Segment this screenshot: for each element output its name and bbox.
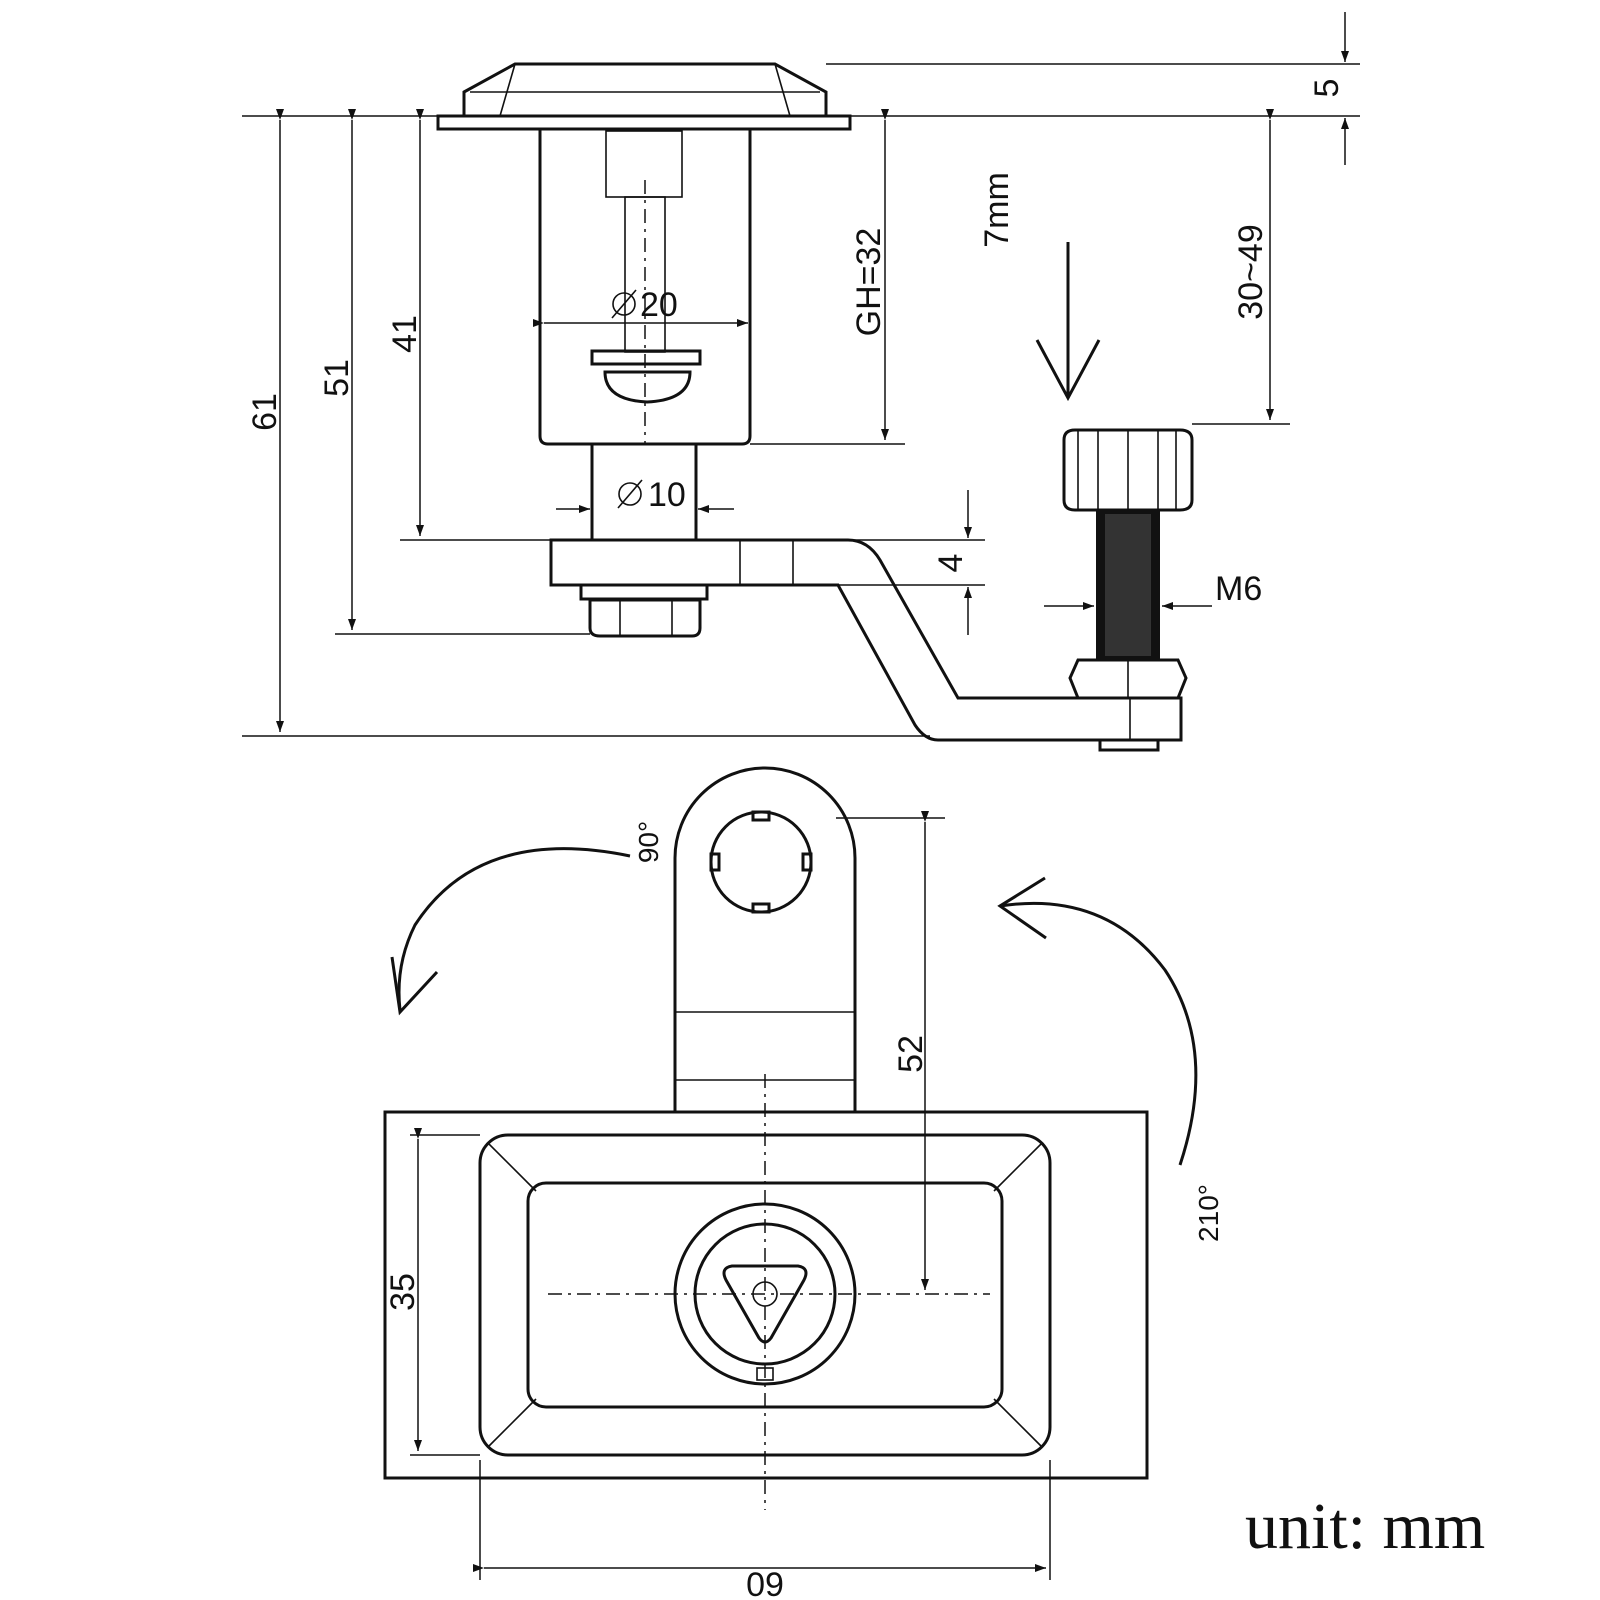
dim-phi10: 10 [648,476,686,514]
dim-51: 51 [318,359,356,397]
base-plate [383,1110,1149,1480]
unit-label: unit: mm [1245,1490,1485,1563]
front-view: 90° 210° 52 35 09 unit: mm [383,766,1485,1600]
angle-210: 210° [1193,1184,1224,1242]
flange-plate [436,114,852,131]
dim-41: 41 [386,315,424,353]
angle-90: 90° [633,821,664,863]
dim-4: 4 [932,554,970,573]
cap-top [462,62,828,118]
latch-arm [549,538,1183,742]
rotation-90-arrow [397,847,631,1011]
rotation-210-arrow [999,901,1198,1166]
dim-7mm: 7mm [978,172,1016,248]
dim-61: 61 [246,393,284,431]
dim-5: 5 [1308,79,1346,98]
dim-35: 35 [384,1273,422,1311]
dim-m6: M6 [1215,570,1262,608]
dim-phi20: 20 [640,286,678,324]
dim-52: 52 [892,1035,930,1073]
dim-gh32: GH=32 [850,228,888,337]
neck [590,442,698,542]
dim-30-49: 30~49 [1232,224,1270,320]
side-view: 5 30~49 7mm GH=32 61 51 41 20 10 4 M6 [242,12,1360,752]
knob-top-icon [709,810,813,914]
dim-60: 09 [746,1566,784,1600]
